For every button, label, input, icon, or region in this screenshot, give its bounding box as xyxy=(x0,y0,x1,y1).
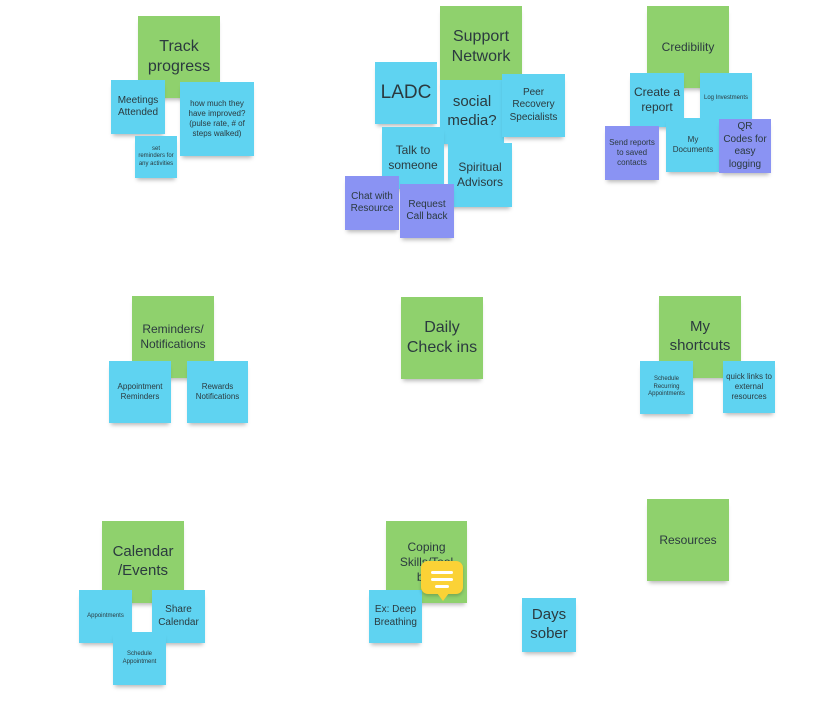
note-chat-with-resource[interactable]: Chat with Resource xyxy=(345,176,399,230)
note-send-reports[interactable]: Send reports to saved contacts xyxy=(605,126,659,180)
note-my-shortcuts[interactable]: My shortcuts xyxy=(659,296,741,378)
note-reminders-notifications[interactable]: Reminders/ Notifications xyxy=(132,296,214,378)
note-ladc[interactable]: LADC xyxy=(375,62,437,124)
note-resources[interactable]: Resources xyxy=(647,499,729,581)
note-calendar-events[interactable]: Calendar /Events xyxy=(102,521,184,603)
note-peer-recovery[interactable]: Peer Recovery Specialists xyxy=(502,74,565,137)
note-deep-breathing[interactable]: Ex: Deep Breathing xyxy=(369,590,422,643)
note-rewards-notifications[interactable]: Rewards Notifications xyxy=(187,361,248,423)
comment-line xyxy=(431,578,453,581)
note-daily-check-ins[interactable]: Daily Check ins xyxy=(401,297,483,379)
note-spiritual-advisors[interactable]: Spiritual Advisors xyxy=(448,143,512,207)
comment-line xyxy=(431,571,453,574)
comment-icon[interactable] xyxy=(421,561,463,601)
note-meetings-attended[interactable]: Meetings Attended xyxy=(111,80,165,134)
note-log-investments[interactable]: Log Investments xyxy=(700,73,752,125)
note-how-much-improved[interactable]: how much they have improved? (pulse rate… xyxy=(180,82,254,156)
note-schedule-recurring[interactable]: Schedule Recurring Appointments xyxy=(640,361,693,414)
note-appointment-reminders[interactable]: Appointment Reminders xyxy=(109,361,171,423)
note-social-media[interactable]: social media? xyxy=(440,80,504,144)
comment-line xyxy=(435,585,449,588)
note-my-documents[interactable]: My Documents xyxy=(666,118,720,172)
note-request-call-back[interactable]: Request Call back xyxy=(400,184,454,238)
note-days-sober[interactable]: Days sober xyxy=(522,598,576,652)
note-quick-links[interactable]: quick links to external resources xyxy=(723,361,775,413)
note-qr-codes[interactable]: QR Codes for easy logging xyxy=(719,119,771,173)
note-set-reminders[interactable]: set reminders for any activities xyxy=(135,136,177,178)
note-schedule-appointment[interactable]: Schedule Appointment xyxy=(113,632,166,685)
note-appointments[interactable]: Appointments xyxy=(79,590,132,643)
